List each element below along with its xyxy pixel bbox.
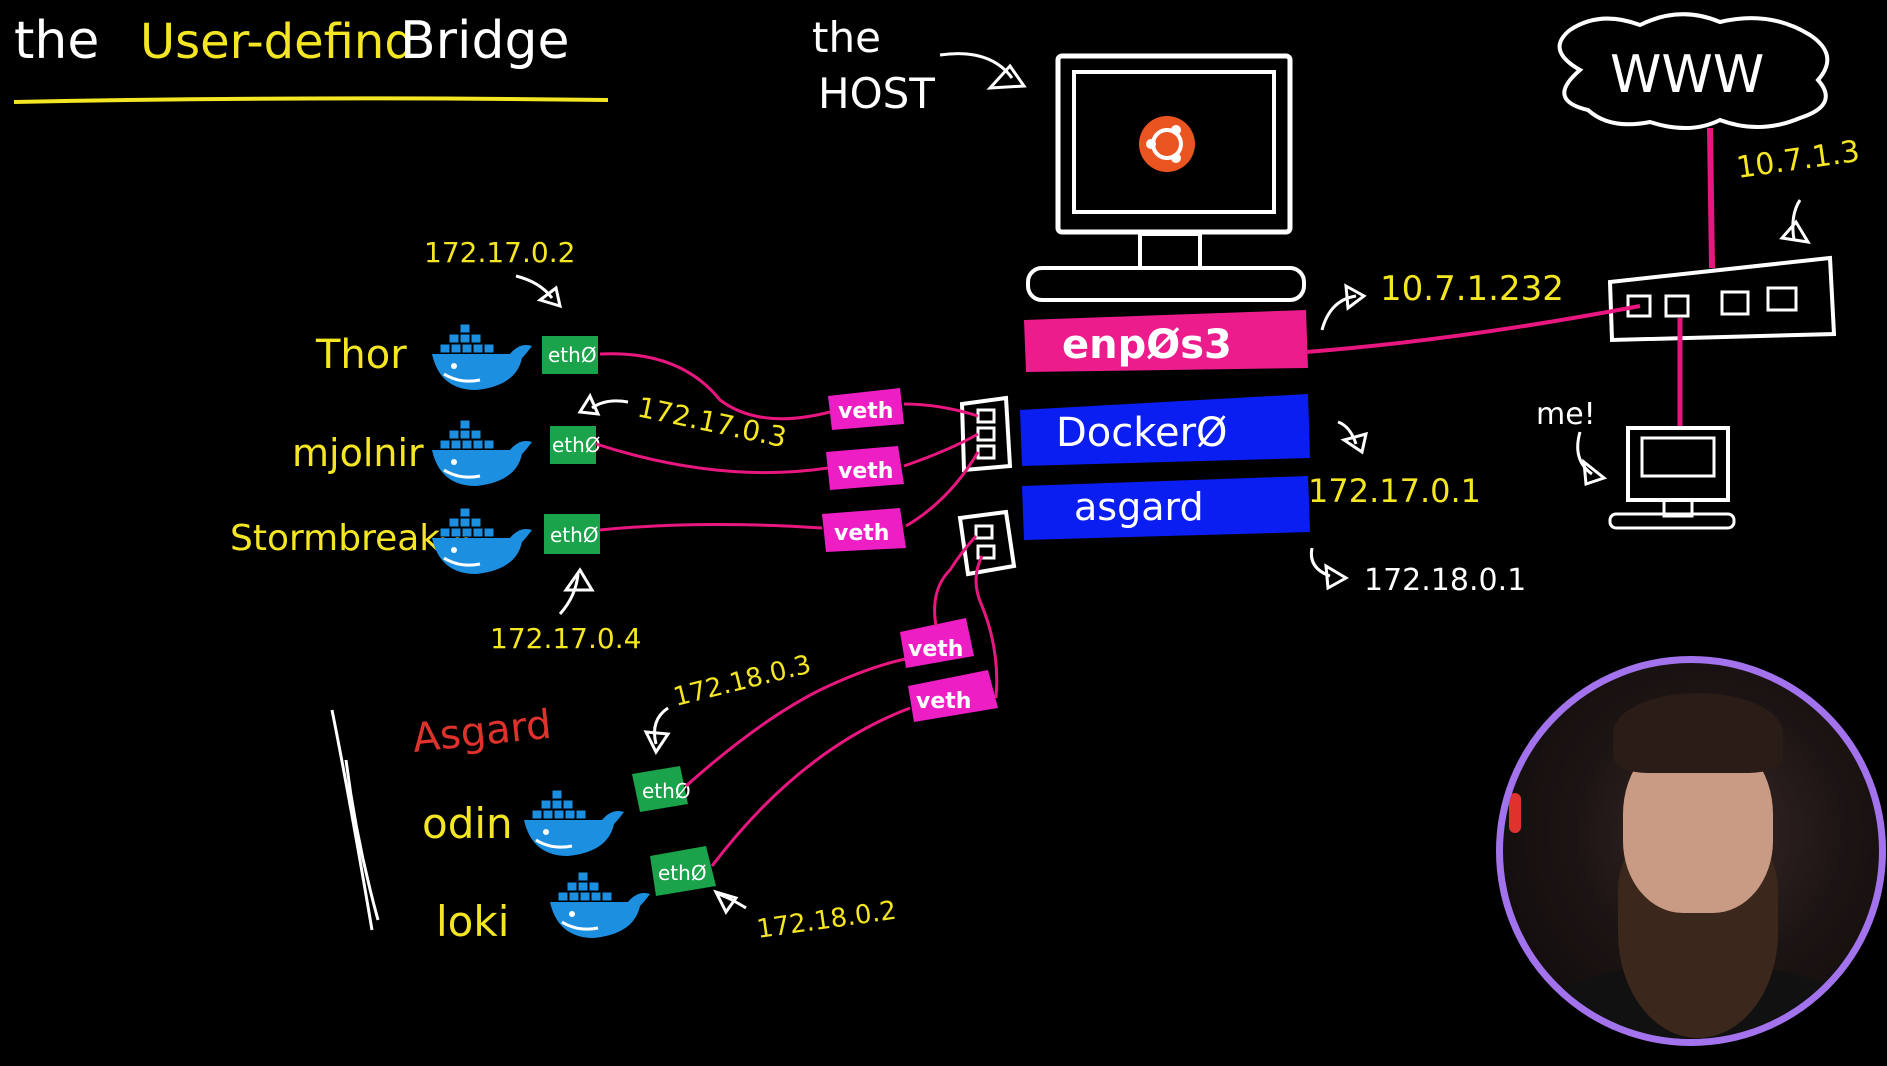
router-port [1720, 290, 1750, 316]
veth-wire [599, 352, 831, 421]
container-stormbreaker: Stormbreaker ethØ 172.17.0.4 [230, 506, 641, 655]
eth-interface [550, 426, 596, 464]
docker0-ip: 172.17.0.1 [1308, 472, 1481, 510]
host-computer [1026, 53, 1306, 302]
veth-label: veth [838, 399, 893, 424]
container-name: mjolnir [292, 431, 424, 475]
switch-port [974, 524, 994, 540]
veth-label: veth [916, 689, 971, 714]
veth-loki: veth [710, 555, 999, 867]
switch-port [976, 408, 996, 424]
veth-odin: veth [685, 535, 978, 788]
title-highlight: User-defind [140, 14, 415, 70]
enp0s3-ip: 10.7.1.232 [1380, 269, 1564, 309]
interface-asgard-label: asgard [1074, 485, 1204, 529]
host-stand [1138, 232, 1202, 270]
veth-thor: veth [599, 352, 979, 430]
veth-wire [710, 706, 911, 867]
veth-wire [933, 535, 978, 627]
veth-wire [685, 656, 911, 788]
me-label: me! [1536, 397, 1596, 432]
internet-uplink [1707, 127, 1715, 269]
veth-wire [974, 555, 999, 699]
title-suffix: Bridge [400, 11, 570, 71]
presenter-hair [1613, 693, 1783, 773]
router-port [1626, 294, 1652, 318]
switch-port [976, 444, 996, 460]
container-thor: Thor ethØ 172.17.0.2 [315, 236, 598, 392]
switch-port [976, 426, 996, 442]
docker-whale-icon [548, 870, 652, 940]
diagram-title: the User-defind Bridge [13, 11, 609, 104]
presenter-webcam [1496, 656, 1886, 1046]
title-prefix: the [14, 11, 99, 71]
docker0-switch [959, 395, 1013, 473]
interface-asgard: asgard [1022, 476, 1310, 540]
ubuntu-logo [1139, 116, 1195, 172]
switch-port [976, 544, 996, 560]
interface-enp0s3-label: enpØs3 [1062, 322, 1232, 368]
veth-wire [599, 522, 823, 532]
network-bracket [330, 709, 380, 931]
container-name: loki [436, 897, 509, 946]
interface-enp0s3: enpØs3 [1024, 310, 1308, 372]
internet-cloud: WWW [1557, 12, 1830, 131]
uplink-wire [1305, 304, 1641, 354]
container-ip: 172.18.0.3 [670, 650, 814, 713]
container-name: Thor [315, 332, 407, 378]
router-switch [1607, 255, 1837, 343]
veth-label: veth [838, 459, 893, 484]
router-port [1766, 286, 1798, 312]
asgard-switch [957, 509, 1017, 577]
me-computer [1608, 426, 1736, 530]
eth-interface [632, 766, 688, 812]
veth-wire [905, 451, 980, 528]
docker-whale-icon [430, 322, 534, 392]
container-ip: 172.17.0.2 [424, 236, 575, 269]
host-label-line2: HOST [818, 69, 935, 118]
eth-label: ethØ [658, 861, 707, 885]
container-ip: 172.17.0.3 [635, 391, 790, 455]
eth-label: ethØ [550, 523, 599, 547]
eth-interface [650, 846, 716, 896]
veth-stormbreaker: veth [599, 451, 980, 552]
eth-label: ethØ [548, 343, 597, 367]
title-underline [13, 96, 609, 104]
veth-wire [595, 442, 829, 475]
container-name: odin [422, 799, 513, 848]
internet-label: WWW [1610, 45, 1764, 105]
host-keyboard [1026, 266, 1306, 302]
container-loki: loki ethØ 172.18.0.2 [436, 846, 898, 946]
veth-wire [903, 402, 979, 418]
docker-whale-icon [522, 788, 626, 858]
asgard-ip: 172.18.0.1 [1364, 563, 1526, 598]
router-port [1664, 294, 1690, 318]
veth-mjolnir: veth [595, 432, 979, 490]
host-label-line1: the [812, 13, 881, 62]
container-ip: 172.18.0.2 [755, 896, 898, 945]
interface-docker0-label: DockerØ [1056, 410, 1228, 456]
veth-wire [903, 432, 979, 468]
docker-whale-icon [430, 418, 534, 488]
asgard-network: Asgard odin ethØ 172.18.0.3 loki ethØ 17… [330, 535, 999, 946]
interface-docker0: DockerØ [1020, 394, 1310, 466]
background-lamp [1509, 793, 1521, 833]
host-arrow [939, 52, 1014, 79]
container-mjolnir: mjolnir ethØ 172.17.0.3 [292, 391, 790, 488]
eth-interface [544, 514, 600, 554]
router-ip: 10.7.1.3 [1734, 134, 1862, 186]
asgard-network-label: Asgard [410, 702, 553, 762]
eth-label: ethØ [642, 779, 691, 803]
veth-label: veth [908, 637, 963, 662]
container-ip: 172.17.0.4 [490, 622, 641, 655]
eth-interface [542, 336, 598, 374]
veth-label: veth [834, 521, 889, 546]
host-label: the HOST [812, 13, 1027, 118]
eth-label: ethØ [552, 433, 601, 457]
